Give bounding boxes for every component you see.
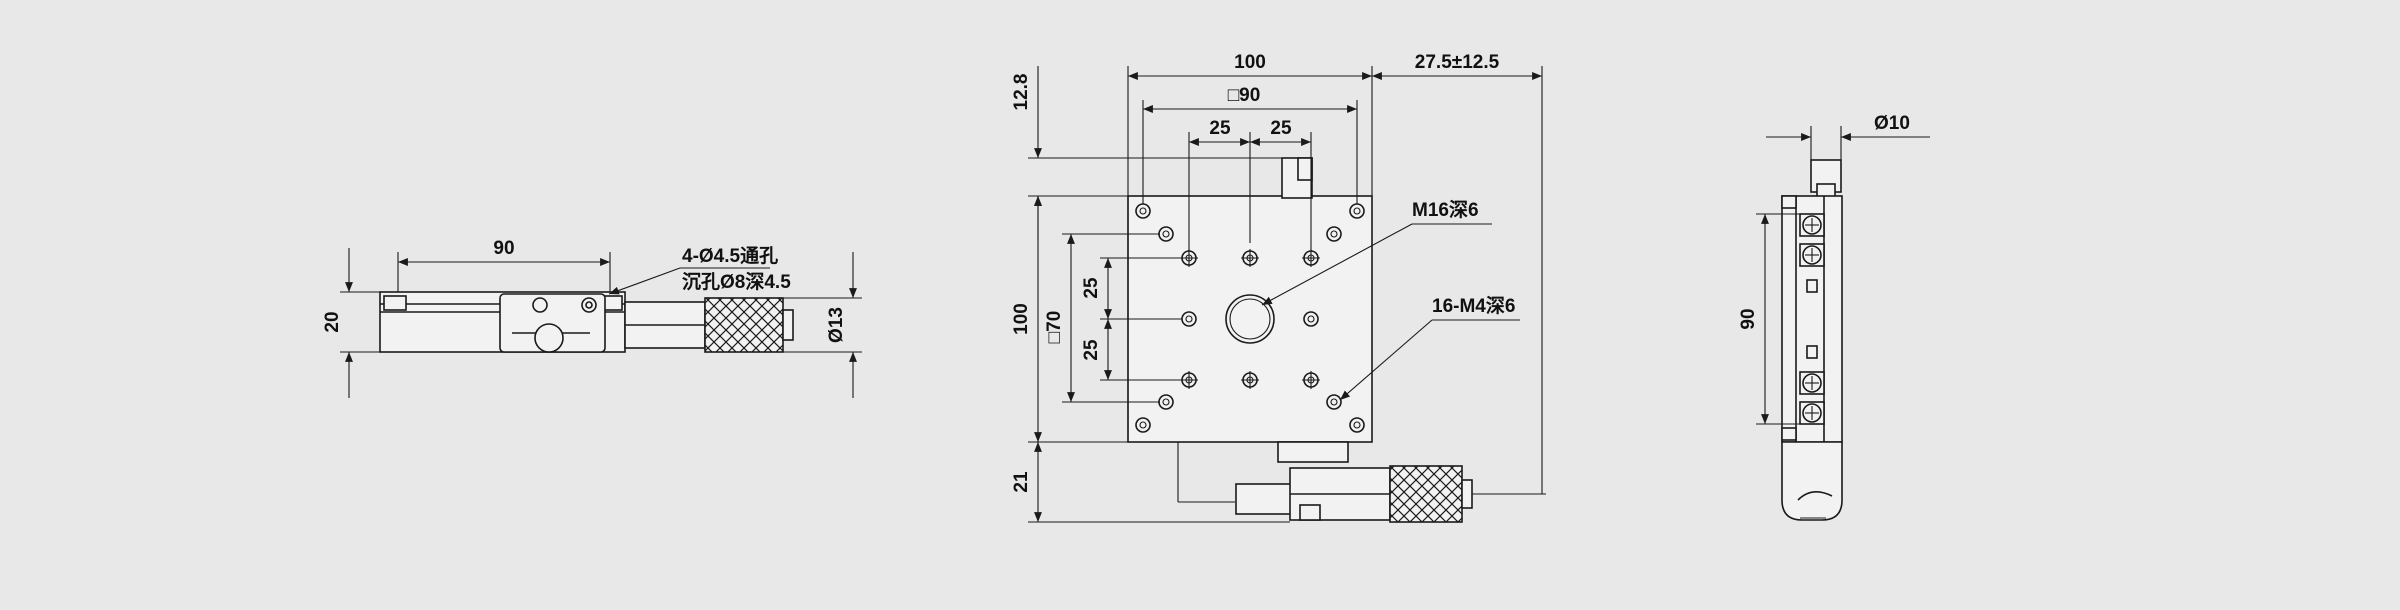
top-dim-bottom: 21	[1011, 471, 1032, 493]
side-dim-height: 20	[322, 311, 343, 332]
top-dim-pitch-a: 25	[1209, 118, 1231, 139]
end-view: Ø10 90	[1738, 113, 1930, 521]
top-micrometer-bracket	[1277, 441, 1349, 463]
end-dim-diameter: Ø10	[1874, 113, 1910, 134]
side-note-counterbore: 沉孔Ø8深4.5	[682, 270, 791, 293]
end-body	[1781, 195, 1843, 443]
end-micrometer	[1781, 441, 1843, 521]
top-note-holes: 16-M4深6	[1432, 294, 1515, 317]
top-view: 100 □90 25 25 27.5±12.5 12.8 100 □70	[1011, 52, 1546, 523]
top-dim-travel: 27.5±12.5	[1415, 52, 1500, 73]
top-dim-pitch-b: 25	[1270, 118, 1292, 139]
top-dim-v-pitch-b: 25	[1081, 339, 1102, 361]
top-mounting-holes	[1135, 203, 1365, 433]
side-note-through-hole: 4-Ø4.5通孔	[682, 245, 778, 267]
top-center-thread	[1225, 294, 1275, 344]
end-dim-height: 90	[1738, 308, 1759, 329]
top-dim-height: 100	[1011, 303, 1032, 335]
top-dim-offset: 12.8	[1011, 74, 1032, 111]
top-dim-square90: □90	[1228, 85, 1261, 106]
top-dim-square70: □70	[1044, 311, 1065, 344]
top-dim-v-pitch-a: 25	[1081, 277, 1102, 299]
side-micrometer-knurl	[704, 297, 784, 353]
top-dim-width: 100	[1234, 52, 1266, 73]
top-micrometer-knurl	[1389, 465, 1463, 523]
side-dim-width: 90	[493, 238, 514, 259]
end-screws	[1781, 195, 1825, 441]
side-dim-diameter: Ø13	[826, 307, 847, 343]
side-view: 90 20 Ø13 4-Ø4.5通孔 沉孔Ø8深4.5	[322, 238, 862, 398]
side-lock-knob	[534, 323, 564, 353]
top-note-center-thread: M16深6	[1412, 198, 1479, 221]
